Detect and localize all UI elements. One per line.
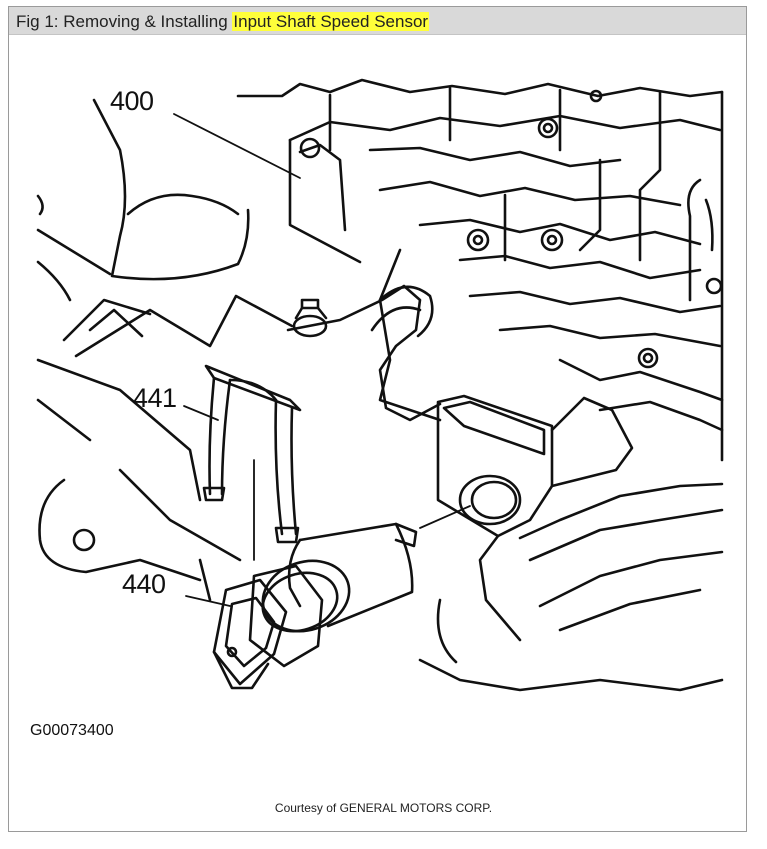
retaining-clip [202, 364, 302, 544]
figure-frame: Fig 1: Removing & Installing Input Shaft… [8, 6, 747, 832]
callout-440: 440 [122, 569, 166, 599]
valve-body [236, 78, 724, 462]
input-shaft-speed-sensor [212, 522, 418, 690]
callout-441: 441 [133, 383, 177, 413]
title-bar: Fig 1: Removing & Installing Input Shaft… [9, 7, 746, 35]
figure-title: Fig 1: Removing & Installing Input Shaft… [16, 12, 430, 32]
figure-code: G00073400 [30, 722, 114, 739]
callout-400: 400 [110, 86, 154, 116]
title-prefix: Fig 1: Removing & Installing [16, 12, 233, 31]
leader-lines [173, 113, 471, 607]
credit-line: Courtesy of GENERAL MOTORS CORP. [274, 801, 493, 815]
transmission-case [36, 98, 294, 602]
title-highlight: Input Shaft Speed Sensor [232, 12, 430, 31]
sensor-bore [286, 284, 724, 692]
